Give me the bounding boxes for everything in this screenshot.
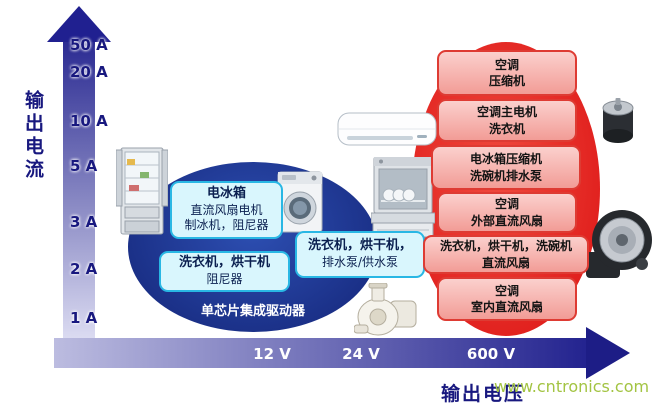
box-line: 制冰机，阻尼器 — [184, 218, 269, 233]
box-title: 空调 — [494, 57, 519, 72]
y-axis-tick: 2 A — [70, 260, 98, 278]
air-conditioner-image — [337, 107, 437, 151]
y-axis-tick: 3 A — [70, 213, 98, 231]
watermark: www.cntronics.com — [494, 377, 650, 396]
box-title: 空调主电机 — [476, 105, 537, 120]
box-title: 空调 — [494, 197, 519, 212]
compressor-motor-image — [591, 98, 645, 148]
box-title: 电冰箱 — [206, 185, 246, 201]
box-line: 洗衣机 — [488, 121, 525, 136]
label-box-washer-dc-fan: 洗衣机，烘干机，洗碗机 直流风扇 — [423, 235, 589, 274]
x-axis-arrowhead-icon — [586, 327, 630, 379]
box-line: 阻尼器 — [206, 272, 243, 287]
x-axis-tick: 600 V — [466, 345, 516, 363]
x-axis-tick: 12 V — [253, 345, 291, 363]
water-pump-image — [354, 283, 420, 345]
box-title: 洗衣机，烘干机， — [307, 238, 412, 254]
y-axis-tick: 10 A — [70, 112, 108, 130]
box-line: 排水泵/供水泵 — [321, 255, 399, 270]
label-box-ac-indoor-fan: 空调 室内直流风扇 — [437, 277, 577, 321]
box-line: 压缩机 — [488, 74, 525, 88]
box-title: 洗衣机，烘干机，洗碗机 — [439, 239, 572, 254]
box-title: 洗衣机，烘干机 — [178, 255, 270, 271]
dishwasher-image — [371, 157, 435, 240]
y-axis-tick: 5 A — [70, 157, 98, 175]
box-line: 室内直流风扇 — [470, 300, 543, 314]
box-line: 直流风扇 — [481, 255, 530, 270]
x-axis-tick: 24 V — [342, 345, 380, 363]
x-axis-arrow-shaft — [54, 338, 588, 368]
refrigerator-image — [116, 147, 168, 237]
washing-machine-image — [277, 171, 323, 233]
label-box-ac-compressor: 空调 压缩机 — [437, 50, 577, 96]
label-box-ac-main-motor: 空调主电机 洗衣机 — [437, 99, 577, 142]
blower-fan-image — [584, 206, 654, 284]
box-line: 直流风扇电机 — [190, 202, 263, 217]
label-box-washer-damper: 洗衣机，烘干机 阻尼器 — [159, 251, 290, 292]
y-axis-tick: 20 A — [70, 63, 108, 81]
y-axis-arrow-shaft — [63, 40, 95, 340]
y-axis-tick: 1 A — [70, 309, 98, 327]
box-title: 空调 — [494, 283, 519, 298]
y-axis-tick: 50 A — [70, 36, 108, 54]
label-box-fridge-compressor: 电冰箱压缩机 洗碗机排水泵 — [431, 145, 581, 190]
x-axis-title: 输出电压 — [441, 383, 526, 405]
box-line: 外部直流风扇 — [470, 213, 543, 228]
label-box-washer-pump: 洗衣机，烘干机， 排水泵/供水泵 — [295, 231, 425, 278]
label-box-ac-outdoor-fan: 空调 外部直流风扇 — [437, 192, 577, 233]
box-line: 洗碗机排水泵 — [469, 168, 542, 183]
single-chip-driver-label: 单芯片集成驱动器 — [200, 304, 305, 319]
y-axis-title: 输出电流 — [22, 90, 44, 182]
label-box-refrigerator-fan: 电冰箱 直流风扇电机 制冰机，阻尼器 — [170, 181, 283, 239]
box-title: 电冰箱压缩机 — [469, 152, 542, 167]
